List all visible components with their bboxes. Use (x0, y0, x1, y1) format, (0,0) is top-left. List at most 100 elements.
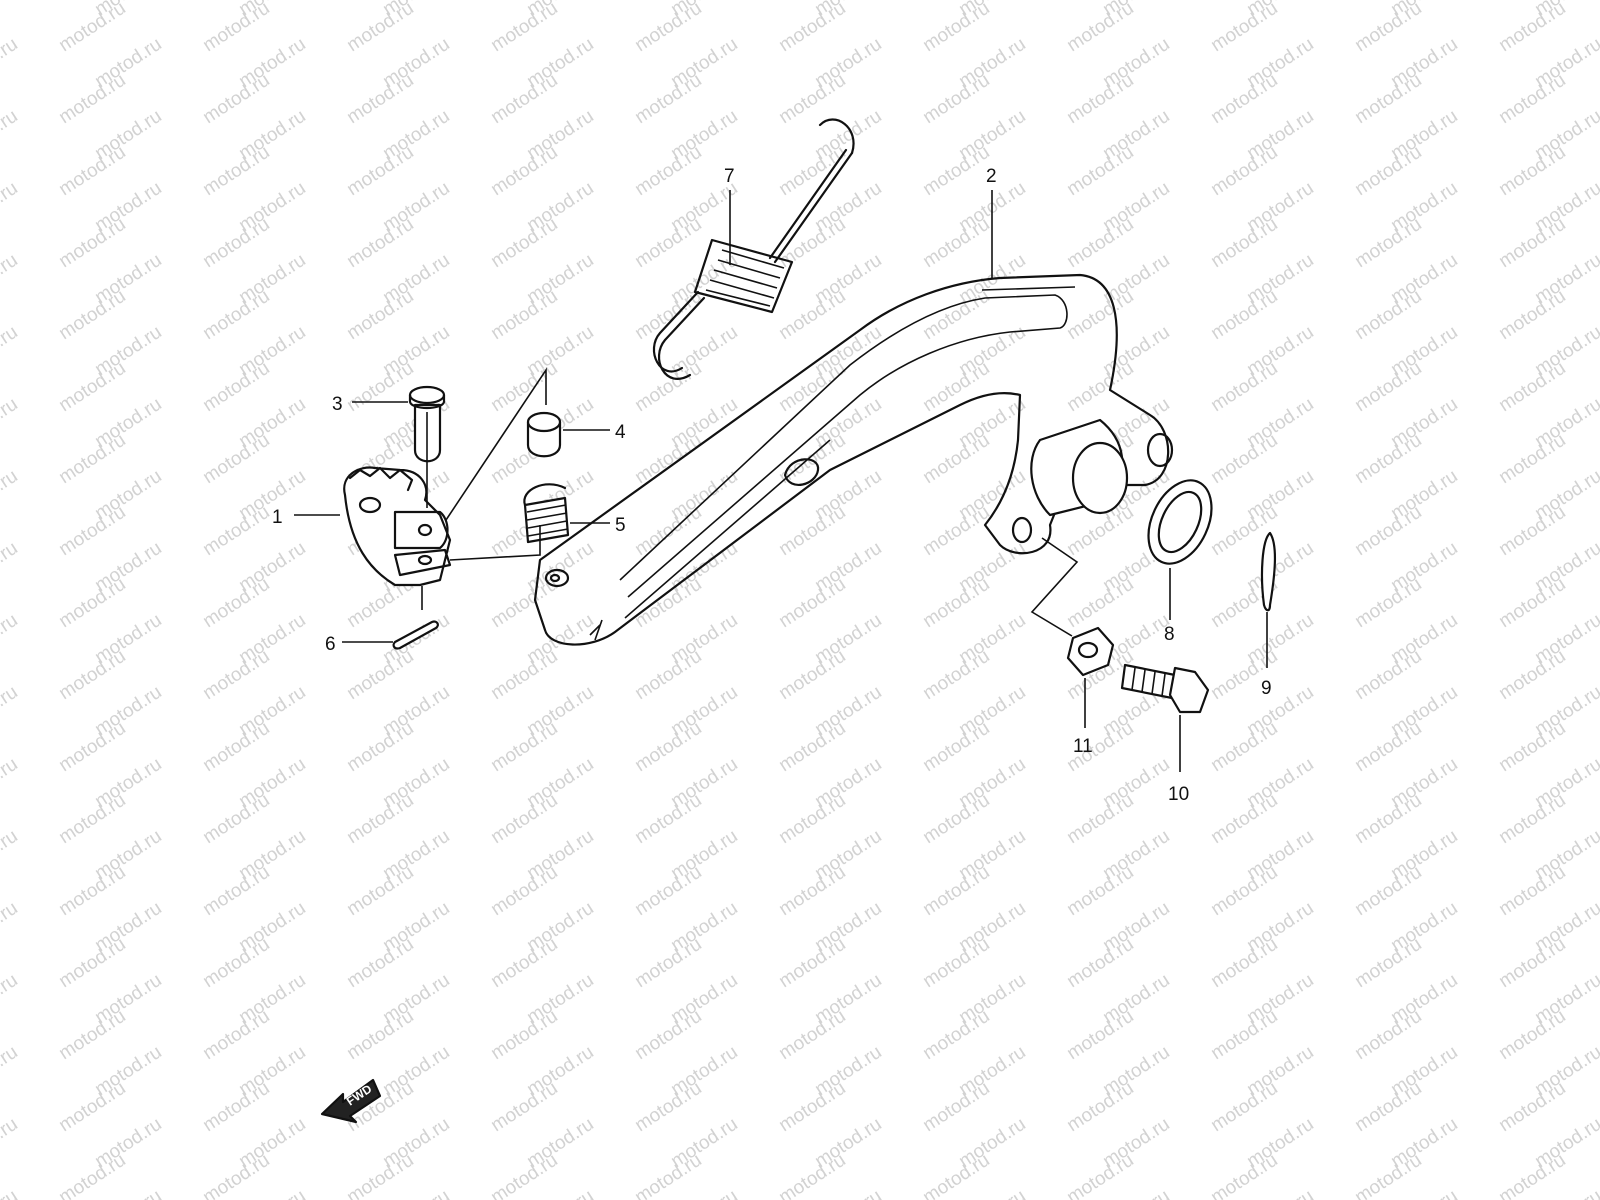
watermark-text: motod.ru (55, 1078, 129, 1136)
watermark-text: motod.ru (199, 286, 273, 344)
part-6-cotter-pin (392, 620, 439, 650)
watermark-text: motod.ru (631, 0, 705, 56)
watermark-text: motod.ru (1351, 646, 1425, 704)
watermark-text: motod.ru (1243, 1186, 1317, 1200)
watermark-text: motod.ru (775, 0, 849, 56)
watermark-text: motod.ru (775, 934, 849, 992)
watermark-text: motod.ru (919, 0, 993, 56)
watermark-text: motod.ru (199, 1078, 273, 1136)
watermark-text: motod.ru (775, 646, 849, 704)
watermark-text: motod.ru (199, 430, 273, 488)
watermark-text: motod.ru (1207, 214, 1281, 272)
watermark-text: motod.ru (1351, 502, 1425, 560)
watermark-text: motod.ru (0, 106, 22, 164)
watermark-text: motod.ru (487, 934, 561, 992)
watermark-text: motod.ru (1495, 1006, 1569, 1064)
watermark-text: motod.ru (775, 502, 849, 560)
watermark-text: motod.ru (199, 718, 273, 776)
callout-11: 11 (1073, 736, 1093, 757)
watermark-text: motod.ru (1495, 934, 1569, 992)
watermark-text: motod.ru (1207, 70, 1281, 128)
watermark-text: motod.ru (343, 358, 417, 416)
part-11-nut (1066, 626, 1115, 677)
watermark-text: motod.ru (55, 646, 129, 704)
watermark-text: motod.ru (55, 430, 129, 488)
watermark-text: motod.ru (1351, 430, 1425, 488)
watermark-text: motod.ru (919, 574, 993, 632)
watermark-text: motod.ru (199, 70, 273, 128)
watermark-text: motod.ru (199, 574, 273, 632)
watermark-text: motod.ru (775, 790, 849, 848)
watermark-text: motod.ru (919, 862, 993, 920)
watermark-text: motod.ru (1063, 790, 1137, 848)
watermark-text: motod.ru (487, 358, 561, 416)
callout-8: 8 (1164, 624, 1175, 645)
watermark-text: motod.ru (0, 682, 22, 740)
watermark-text: motod.ru (199, 790, 273, 848)
watermark-text: motod.ru (0, 394, 22, 452)
watermark-text: motod.ru (1351, 358, 1425, 416)
watermark-text: motod.ru (919, 646, 993, 704)
watermark-text: motod.ru (775, 1078, 849, 1136)
watermark-text: motod.ru (919, 214, 993, 272)
watermark-text: motod.ru (1495, 646, 1569, 704)
watermark-text: motod.ru (1207, 142, 1281, 200)
watermark-text: motod.ru (1531, 1186, 1600, 1200)
watermark-text: motod.ru (919, 934, 993, 992)
watermark-text: motod.ru (631, 214, 705, 272)
watermark-text: motod.ru (775, 286, 849, 344)
watermark-text: motod.ru (55, 1006, 129, 1064)
watermark-text: motod.ru (487, 574, 561, 632)
watermark-text: motod.ru (0, 970, 22, 1028)
watermark-text: motod.ru (55, 574, 129, 632)
leader-lines (294, 190, 1268, 772)
watermark-text: motod.ru (631, 142, 705, 200)
watermark-text: motod.ru (199, 358, 273, 416)
watermark-text: motod.ru (631, 934, 705, 992)
watermark-text: motod.ru (919, 502, 993, 560)
part-9-pin (1260, 531, 1277, 612)
watermark-text: motod.ru (0, 322, 22, 380)
watermark-text: motod.ru (487, 142, 561, 200)
watermark-text: motod.ru (1351, 70, 1425, 128)
watermark-text: motod.ru (1099, 1186, 1173, 1200)
watermark-text: motod.ru (1495, 70, 1569, 128)
watermark-text: motod.ru (1495, 214, 1569, 272)
watermark-text: motod.ru (1063, 358, 1137, 416)
watermark-text: motod.ru (343, 934, 417, 992)
watermark-text: motod.ru (55, 790, 129, 848)
watermark-text: motod.ru (1063, 1078, 1137, 1136)
watermark-text: motod.ru (1495, 430, 1569, 488)
watermark-text: motod.ru (1351, 142, 1425, 200)
part-10-bolt (1120, 663, 1210, 714)
watermark-text: motod.ru (1207, 0, 1281, 56)
callout-9: 9 (1261, 678, 1272, 699)
watermark-text: motod.ru (199, 214, 273, 272)
part-2-brake-pedal (533, 273, 1174, 646)
watermark-text: motod.ru (91, 1186, 165, 1200)
watermark-text: motod.ru (523, 1186, 597, 1200)
watermark-text: motod.ru (1351, 1006, 1425, 1064)
watermark-text: motod.ru (631, 718, 705, 776)
watermark-text: motod.ru (1351, 574, 1425, 632)
watermark-text: motod.ru (1207, 286, 1281, 344)
watermark-text: motod.ru (487, 1078, 561, 1136)
watermark-text: motod.ru (1351, 286, 1425, 344)
watermark-text: motod.ru (919, 70, 993, 128)
watermark-text: motod.ru (487, 718, 561, 776)
watermark-text: motod.ru (55, 286, 129, 344)
watermark-text: motod.ru (1351, 0, 1425, 56)
watermark-text: motod.ru (343, 790, 417, 848)
watermark-text: motod.ru (1495, 286, 1569, 344)
watermark-text: motod.ru (1063, 1006, 1137, 1064)
watermark-text: motod.ru (199, 646, 273, 704)
watermark-text: motod.ru (775, 718, 849, 776)
watermark-text: motod.ru (199, 502, 273, 560)
watermark-text: motod.ru (487, 286, 561, 344)
watermark-text: motod.ru (919, 718, 993, 776)
watermark-text: motod.ru (1063, 286, 1137, 344)
watermark-text: motod.ru (1387, 1186, 1461, 1200)
watermark-text: motod.ru (1495, 502, 1569, 560)
watermark-text: motod.ru (0, 1186, 22, 1200)
